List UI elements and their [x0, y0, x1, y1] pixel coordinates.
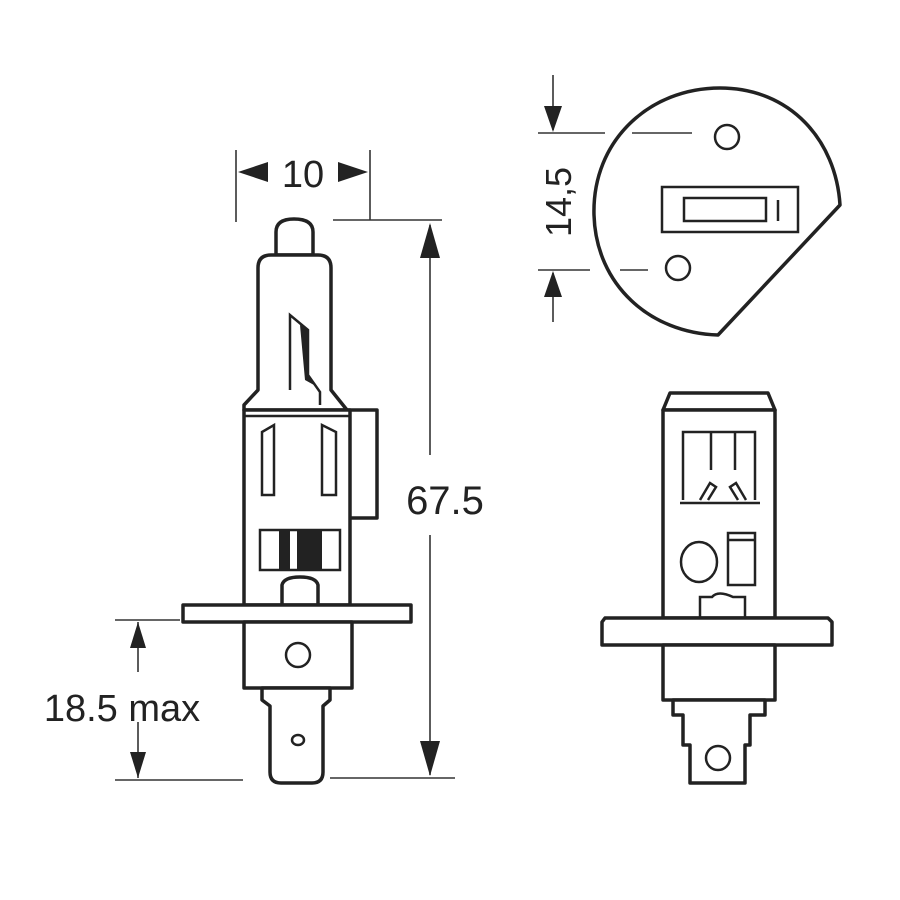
base-height-dimension: 18.5 max	[44, 619, 243, 781]
width-label: 10	[282, 154, 324, 196]
bulb-front-view	[600, 391, 834, 785]
bulb-base-top-view: 14,5	[538, 75, 842, 337]
height-label: 67.5	[406, 479, 484, 523]
height-dimension: 67.5	[330, 219, 484, 779]
base-height-label: 18.5 max	[44, 688, 200, 730]
pin-spacing-label: 14,5	[538, 167, 579, 237]
width-dimension: 10	[235, 150, 371, 222]
bulb-side-view	[181, 217, 413, 785]
